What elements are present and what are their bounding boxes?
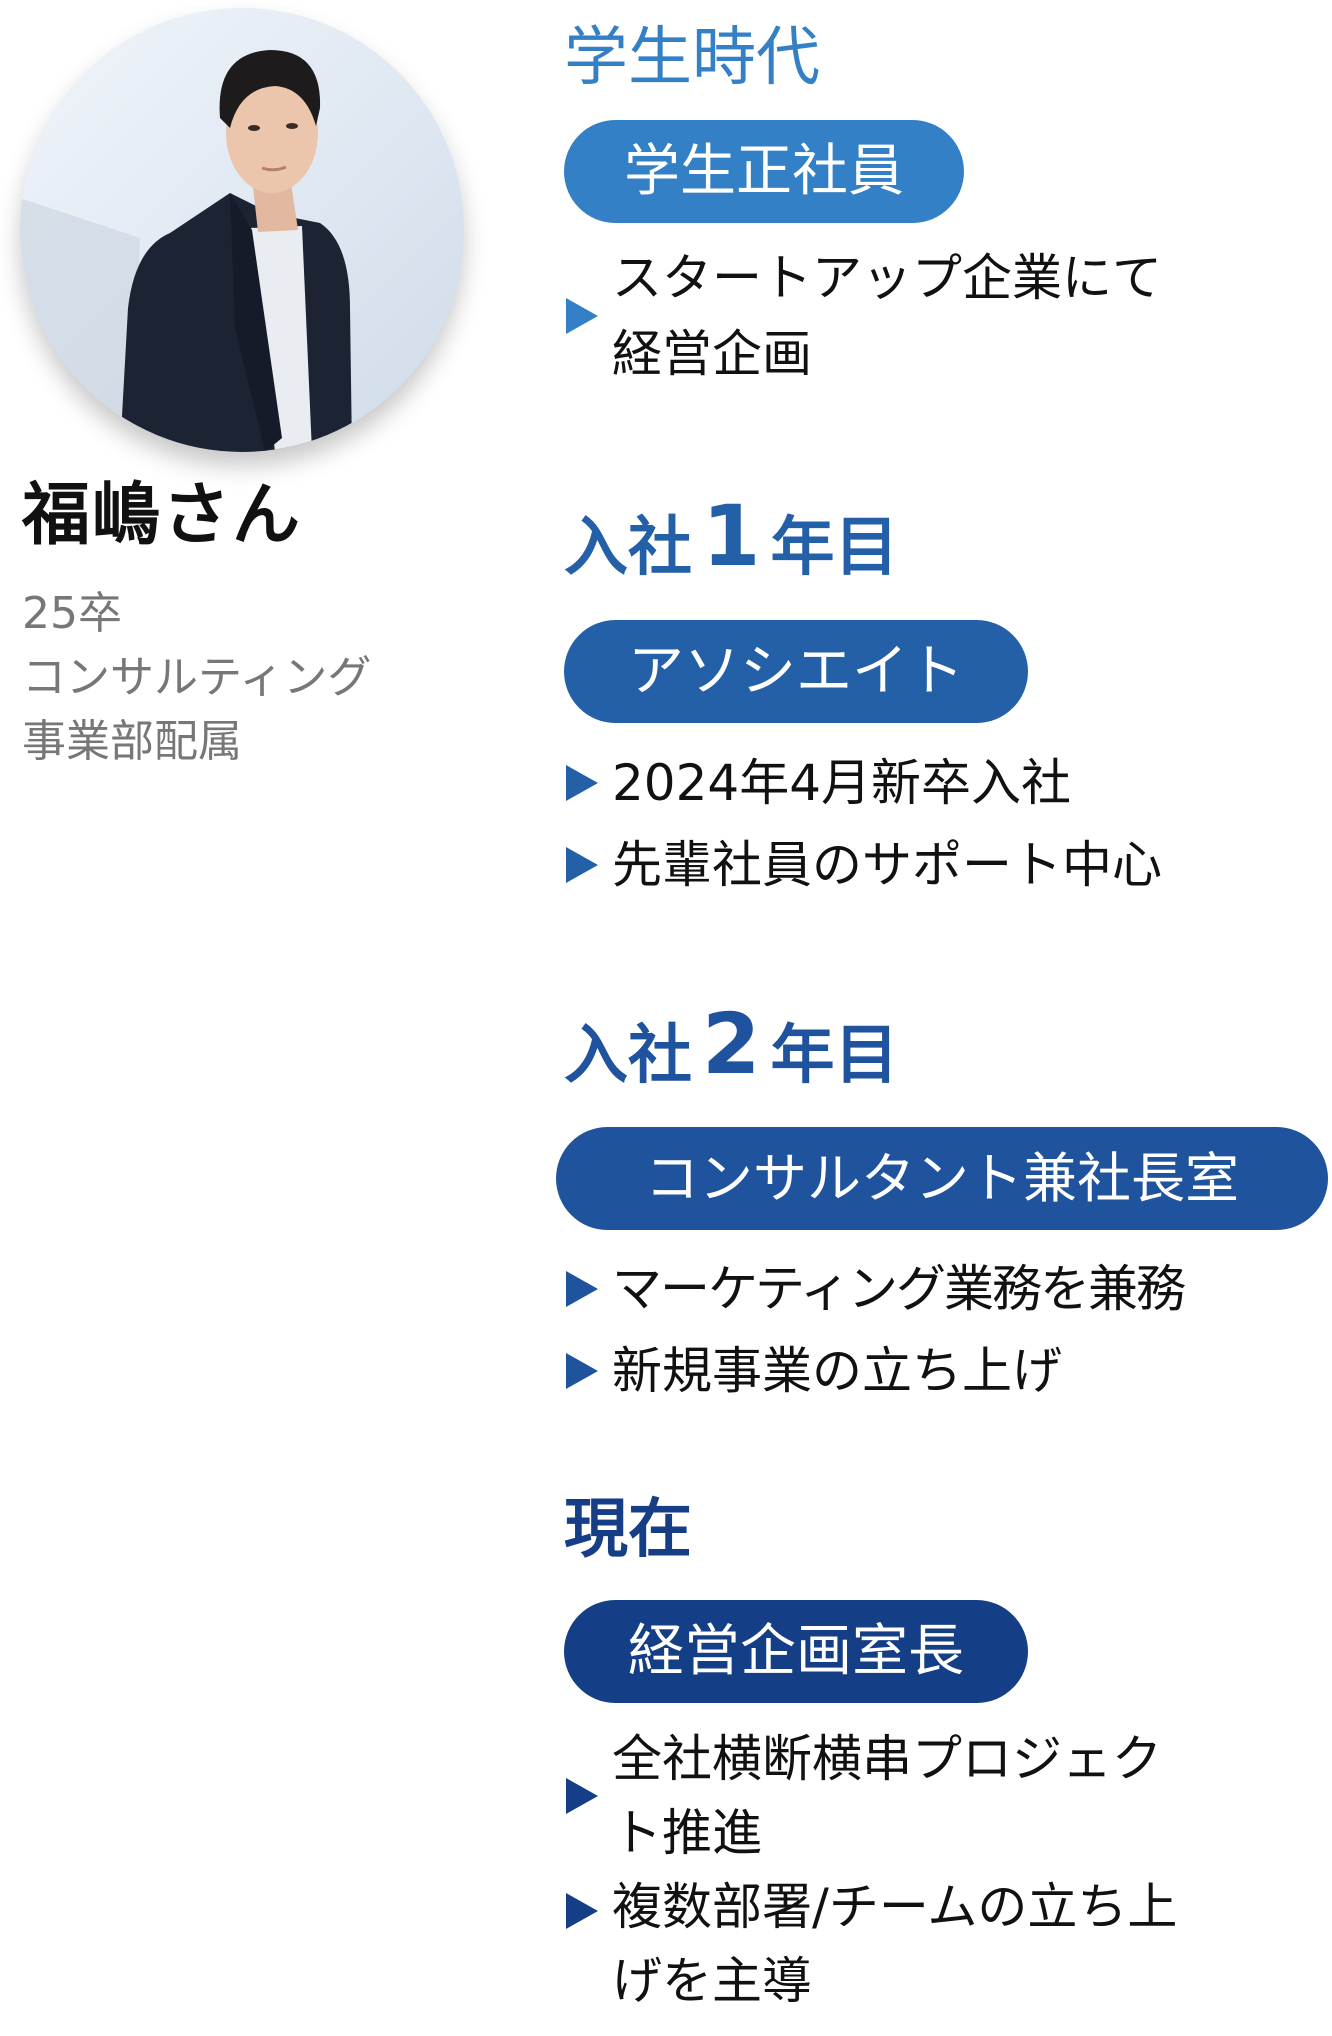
bullet-line: スタートアップ企業にて xyxy=(612,249,1162,307)
stage-heading-student: 学生時代 xyxy=(564,18,820,98)
bullet-line: げを主導 xyxy=(612,1952,812,2010)
triangle-right-icon xyxy=(566,765,598,801)
graduation-year: 25卒 xyxy=(22,588,122,639)
triangle-right-icon xyxy=(566,298,598,334)
bullet-line: マーケティング業務を兼務 xyxy=(612,1260,1186,1318)
list-item: マーケティング業務を兼務 xyxy=(566,1248,1186,1330)
bullet-line: 2024年4月新卒入社 xyxy=(612,754,1072,812)
stage-heading-text: 学生時代 xyxy=(564,21,820,95)
list-item: 2024年4月新卒入社 xyxy=(566,742,1162,824)
role-badge-year1: アソシエイト xyxy=(564,620,1028,723)
bullet-line: 複数部署/チームの立ち上 xyxy=(612,1878,1178,1936)
triangle-right-icon xyxy=(566,847,598,883)
bullet-line: 経営企画 xyxy=(612,325,812,383)
list-item: 複数部署/チームの立ち上 げを主導 xyxy=(566,1870,1177,2018)
role-badge-year2: コンサルタント兼社長室 xyxy=(556,1127,1328,1230)
bullet-line: 先輩社員のサポート中心 xyxy=(612,836,1162,894)
list-item: 先輩社員のサポート中心 xyxy=(566,824,1162,906)
triangle-right-icon xyxy=(566,1271,598,1307)
stage-bullets-student: スタートアップ企業にて 経営企画 xyxy=(566,240,1162,392)
stage-heading-current: 現在 xyxy=(564,1493,692,1567)
department-line-1: コンサルティング xyxy=(22,652,372,703)
list-item: 全社横断横串プロジェク ト推進 xyxy=(566,1722,1177,1870)
stage-bullets-current: 全社横断横串プロジェク ト推進 複数部署/チームの立ち上 げを主導 xyxy=(566,1722,1177,2018)
role-badge-student: 学生正社員 xyxy=(564,120,964,223)
triangle-right-icon xyxy=(566,1893,598,1929)
person-details: 25卒 コンサルティング 事業部配属 xyxy=(22,582,371,774)
role-badge-current: 経営企画室長 xyxy=(564,1600,1028,1703)
person-portrait-icon xyxy=(20,8,464,452)
stage-bullets-year2: マーケティング業務を兼務 新規事業の立ち上げ xyxy=(566,1248,1186,1412)
year-number: 1 xyxy=(702,487,761,585)
avatar xyxy=(20,8,464,452)
bullet-line: 全社横断横串プロジェク xyxy=(612,1730,1162,1788)
list-item: スタートアップ企業にて 経営企画 xyxy=(566,240,1162,392)
year-number: 2 xyxy=(702,995,761,1093)
bullet-line: 新規事業の立ち上げ xyxy=(612,1342,1062,1400)
department-line-2: 事業部配属 xyxy=(22,716,242,767)
list-item: 新規事業の立ち上げ xyxy=(566,1330,1184,1412)
triangle-right-icon xyxy=(566,1353,598,1389)
person-name: 福嶋さん xyxy=(22,476,303,555)
triangle-right-icon xyxy=(566,1778,598,1814)
stage-bullets-year1: 2024年4月新卒入社 先輩社員のサポート中心 xyxy=(566,742,1162,906)
bullet-line: ト推進 xyxy=(612,1804,762,1862)
